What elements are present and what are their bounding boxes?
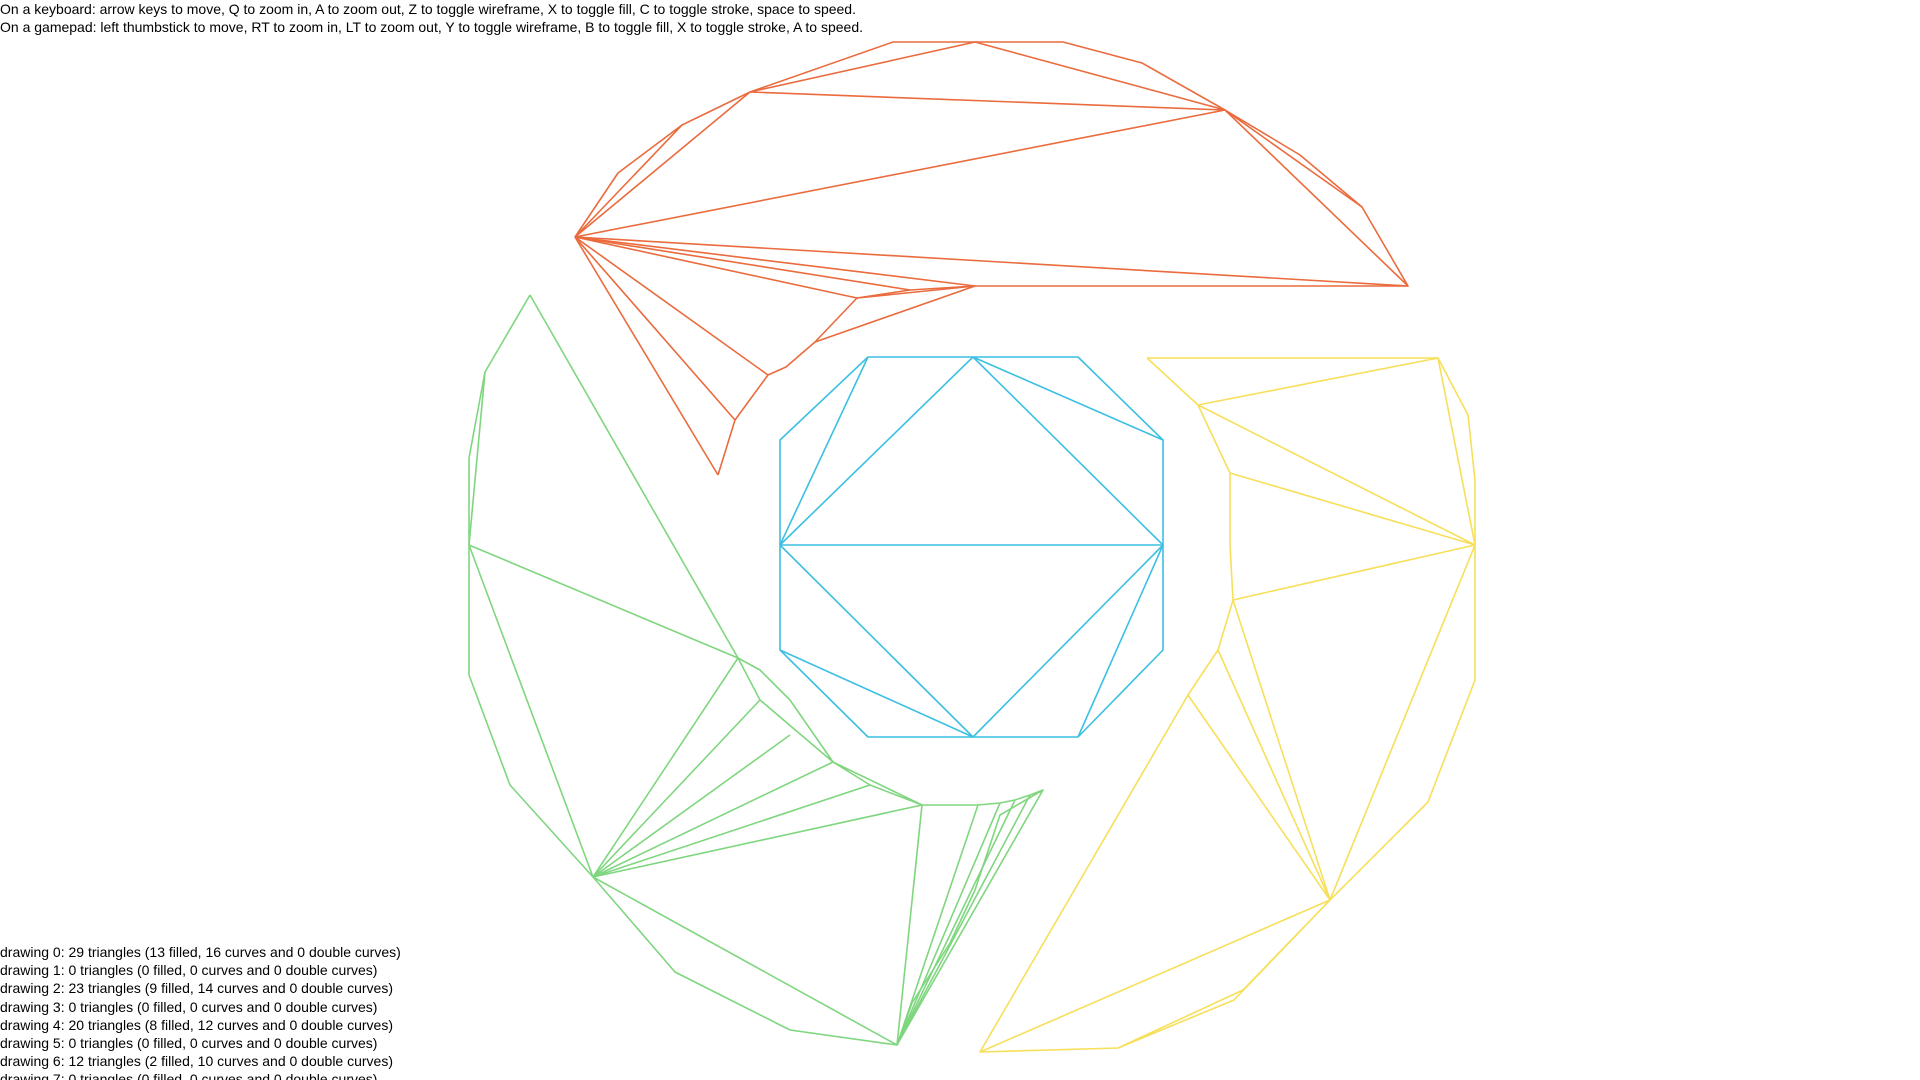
stat-line-drawing-3: drawing 3: 0 triangles (0 filled, 0 curv… [0, 998, 378, 1015]
orange-edge [574, 91, 751, 238]
green-edge [896, 789, 1044, 1046]
orange-edge [574, 236, 719, 476]
green-edge [896, 804, 979, 1046]
stat-line-drawing-6: drawing 6: 12 triangles (2 filled, 10 cu… [0, 1053, 393, 1070]
blue-edge [779, 356, 974, 546]
keyboard-help: On a keyboard: arrow keys to move, Q to … [0, 1, 856, 17]
gamepad-help: On a gamepad: left thumbstick to move, R… [0, 19, 864, 35]
orange-edge [974, 41, 1226, 111]
yellow-edge [1217, 649, 1331, 901]
blue-edge [972, 544, 1164, 738]
yellow-edge [1232, 544, 1476, 601]
green-edge [896, 799, 1016, 1046]
green-edge [592, 876, 898, 1046]
green-edge [468, 371, 486, 546]
yellow-edge [979, 694, 1189, 1053]
orange-edge [1224, 109, 1409, 287]
orange-edge [574, 236, 976, 287]
drawing-green-wireframe [468, 294, 1044, 1046]
stat-line-drawing-2: drawing 2: 23 triangles (9 filled, 14 cu… [0, 980, 393, 997]
orange-edge [749, 41, 976, 93]
orange-edge [856, 285, 976, 299]
green-edge [832, 761, 923, 806]
blue-edge [779, 544, 974, 738]
green-edge [592, 699, 761, 878]
yellow-edge [1232, 599, 1331, 901]
green-edge [592, 784, 871, 878]
orange-edge [574, 236, 736, 421]
orange-edge [574, 236, 858, 299]
yellow-outline [979, 357, 1476, 1053]
drawing-blue-wireframe [779, 356, 1164, 738]
orange-edge [1224, 109, 1363, 208]
yellow-edge [1197, 357, 1439, 406]
green-edge [737, 657, 761, 701]
blue-edge [1077, 544, 1164, 738]
green-edge [896, 804, 923, 1046]
drawing-yellow-wireframe [979, 357, 1476, 1053]
yellow-edge [1437, 357, 1476, 546]
blue-octagon [779, 356, 1164, 738]
help-text: On a keyboard: arrow keys to move, Q to … [0, 0, 863, 36]
green-edge [468, 544, 594, 878]
stat-line-drawing-5: drawing 5: 0 triangles (0 filled, 0 curv… [0, 1035, 378, 1052]
green-edge [468, 544, 739, 659]
green-edge [896, 794, 1031, 1046]
green-edge [592, 734, 791, 878]
stat-line-drawing-7: drawing 7: 0 triangles (0 filled, 0 curv… [0, 1071, 378, 1080]
yellow-edge [1197, 404, 1476, 546]
blue-edge [779, 356, 869, 546]
blue-edge [972, 356, 1164, 546]
drawing-stats: drawing 0: 29 triangles (13 filled, 16 c… [0, 943, 401, 1080]
green-edge [592, 761, 834, 878]
yellow-edge [1229, 472, 1476, 546]
yellow-edge [1187, 694, 1331, 901]
stat-line-drawing-0: drawing 0: 29 triangles (13 filled, 16 c… [0, 944, 401, 960]
stat-line-drawing-1: drawing 1: 0 triangles (0 filled, 0 curv… [0, 962, 378, 979]
blue-edge [972, 356, 1164, 441]
green-outline [468, 294, 1044, 1046]
green-edge [592, 804, 923, 878]
orange-edge [749, 91, 1226, 111]
green-edge [896, 802, 1001, 1046]
orange-edge [574, 124, 683, 238]
yellow-edge [1329, 544, 1476, 901]
orange-edge [814, 285, 976, 343]
orange-edge [574, 236, 769, 376]
green-edge [592, 657, 739, 878]
orange-edge [574, 109, 1226, 238]
yellow-inner-outline [1146, 357, 1234, 696]
blue-edge [779, 649, 974, 738]
drawing-orange-wireframe [574, 41, 1409, 476]
orange-edge [574, 236, 1409, 287]
orange-edge [574, 236, 911, 291]
stat-line-drawing-4: drawing 4: 20 triangles (8 filled, 12 cu… [0, 1016, 393, 1033]
green-edge [759, 699, 834, 763]
orange-outline [574, 41, 1409, 476]
